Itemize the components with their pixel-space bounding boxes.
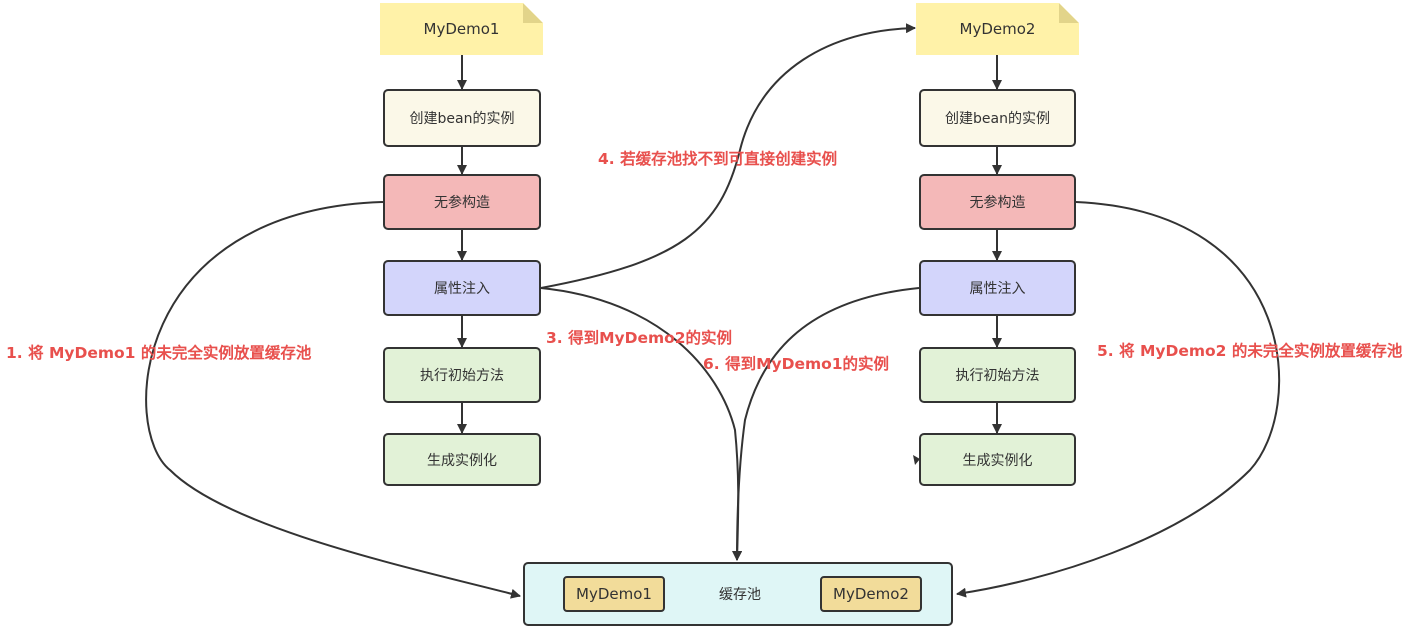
right-step-create-label: 创建bean的实例 xyxy=(945,111,1050,127)
left-step-init: 执行初始方法 xyxy=(383,347,541,403)
left-step-construct: 无参构造 xyxy=(383,174,541,230)
edge-label-step4: 4. 若缓存池找不到可直接创建实例 xyxy=(598,150,838,168)
cache-pool-label: 缓存池 xyxy=(719,587,761,603)
left-step-create: 创建bean的实例 xyxy=(383,89,541,147)
left-step-inject: 属性注入 xyxy=(383,260,541,316)
right-step-create: 创建bean的实例 xyxy=(919,89,1076,147)
cache-pool: MyDemo1 缓存池 MyDemo2 xyxy=(523,562,953,626)
edge-step1-curve xyxy=(145,201,521,599)
edge-step4-curve xyxy=(540,23,916,289)
right-step-init-label: 执行初始方法 xyxy=(955,368,1040,384)
left-title-note: MyDemo1 xyxy=(380,3,543,55)
pool-item-mydemo1: MyDemo1 xyxy=(563,576,665,612)
pool-item-mydemo2: MyDemo2 xyxy=(820,576,922,612)
right-step-inject: 属性注入 xyxy=(919,260,1076,316)
stray-arrow-tip xyxy=(913,455,920,465)
right-step-construct-label: 无参构造 xyxy=(969,195,1026,211)
edge-label-step3: 3. 得到MyDemo2的实例 xyxy=(546,329,733,347)
right-title-note: MyDemo2 xyxy=(916,3,1079,55)
left-step-inject-label: 属性注入 xyxy=(434,281,490,297)
right-step-init: 执行初始方法 xyxy=(919,347,1076,403)
left-step-generate: 生成实例化 xyxy=(383,433,541,486)
pool-item-mydemo2-label: MyDemo2 xyxy=(833,585,909,603)
right-step-generate-label: 生成实例化 xyxy=(962,452,1033,469)
left-step-construct-label: 无参构造 xyxy=(434,195,490,211)
pool-item-mydemo1-label: MyDemo1 xyxy=(576,585,652,603)
edge-step6-curve xyxy=(732,287,920,561)
left-step-init-label: 执行初始方法 xyxy=(420,368,504,384)
left-step-create-label: 创建bean的实例 xyxy=(409,111,515,127)
edge-label-step6: 6. 得到MyDemo1的实例 xyxy=(703,355,890,373)
left-title-text: MyDemo1 xyxy=(423,20,500,38)
left-step-generate-label: 生成实例化 xyxy=(427,452,497,469)
edge-step5-curve xyxy=(956,201,1281,598)
right-step-generate: 生成实例化 xyxy=(919,433,1076,486)
right-step-construct: 无参构造 xyxy=(919,174,1076,230)
right-step-inject-label: 属性注入 xyxy=(969,281,1026,297)
edge-label-step5: 5. 将 MyDemo2 的未完全实例放置缓存池 xyxy=(1097,342,1403,360)
edge-label-step1: 1. 将 MyDemo1 的未完全实例放置缓存池 xyxy=(6,344,312,362)
right-title-text: MyDemo2 xyxy=(959,20,1036,38)
